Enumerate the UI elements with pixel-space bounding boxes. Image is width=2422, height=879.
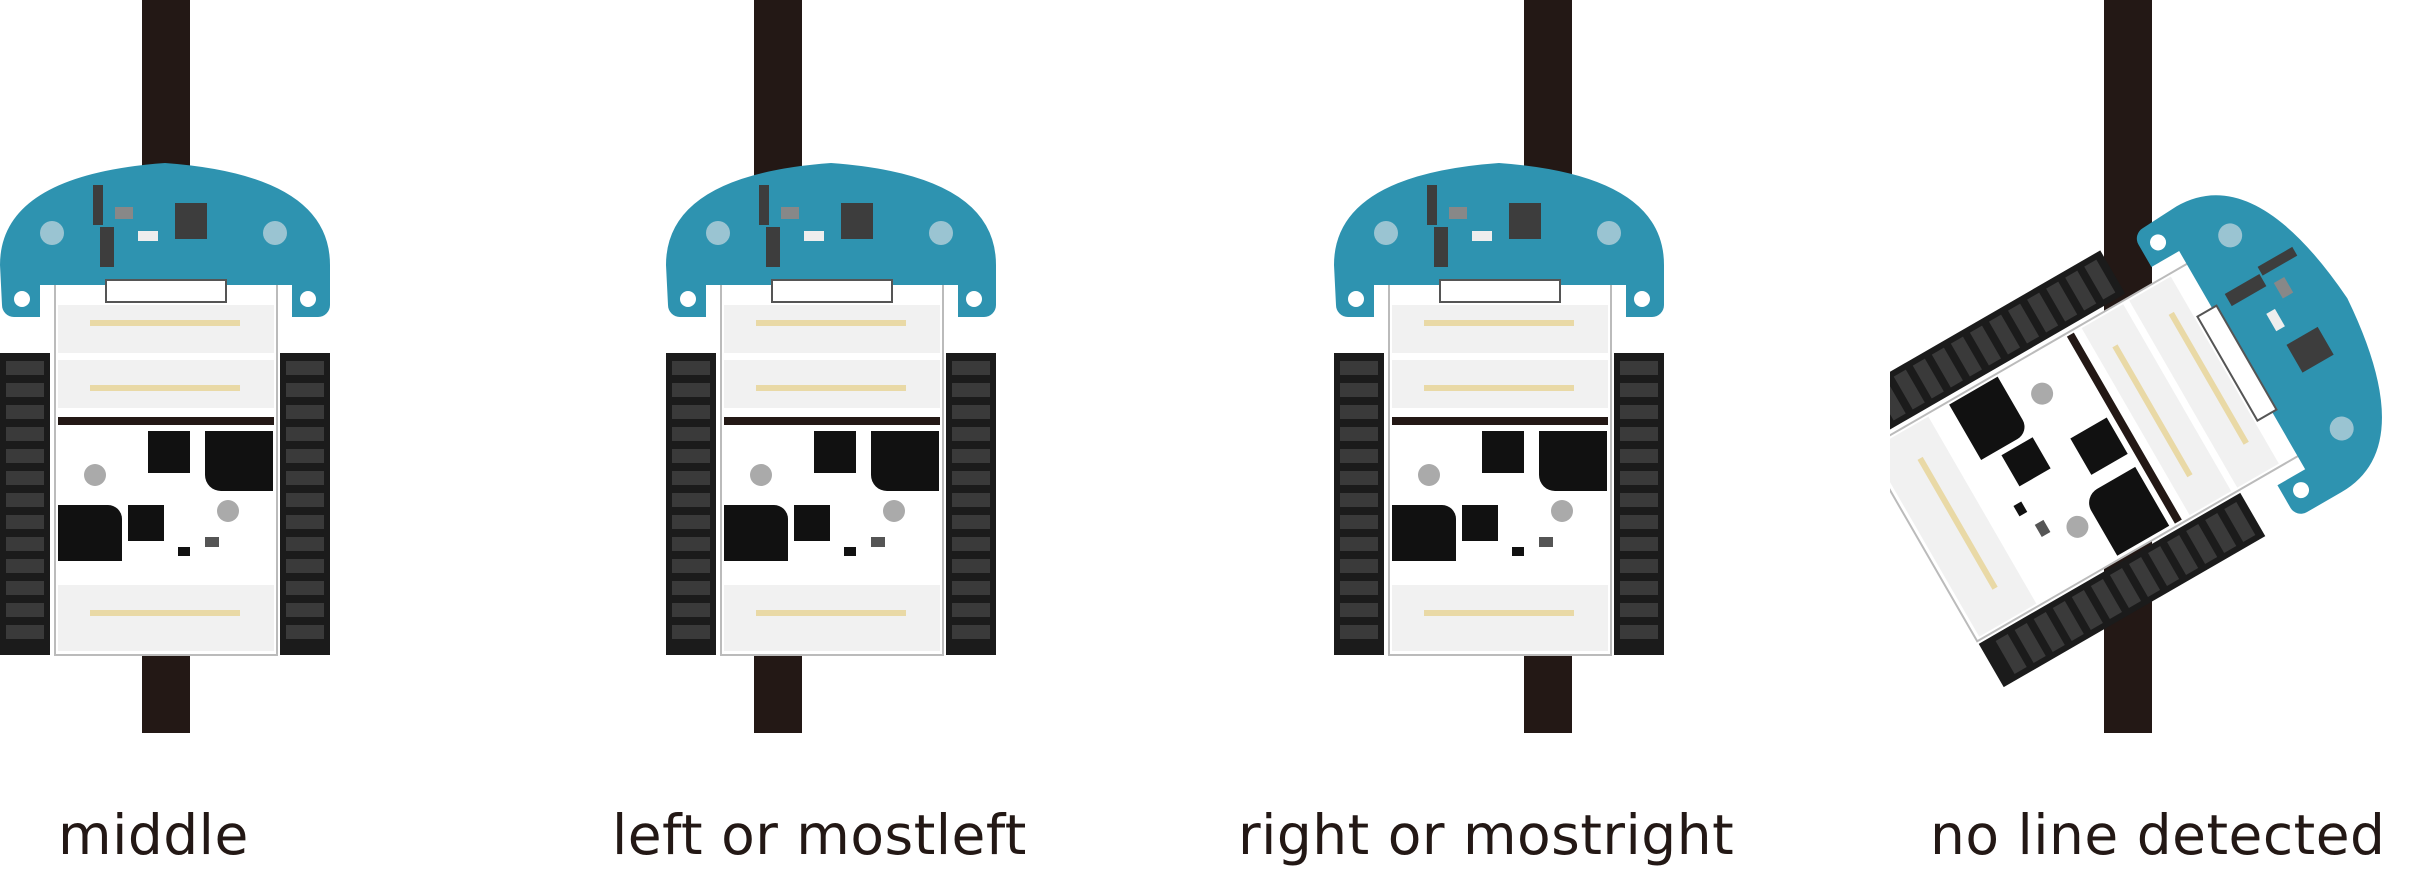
caption-right: right or mostright — [1238, 803, 1735, 867]
robot-illustration — [1334, 162, 1665, 656]
robot-illustration — [666, 162, 997, 656]
caption-left: left or mostleft — [612, 803, 1027, 867]
robot-illustration — [0, 162, 331, 656]
panel-left: left or mostleft — [600, 0, 1100, 879]
panel-none: no line detected — [1860, 0, 2422, 879]
robot-illustration-rotated — [1890, 154, 2390, 689]
panel-middle: middle — [0, 0, 420, 879]
caption-none: no line detected — [1930, 803, 2386, 867]
caption-middle: middle — [58, 803, 249, 867]
panel-right: right or mostright — [1230, 0, 1770, 879]
